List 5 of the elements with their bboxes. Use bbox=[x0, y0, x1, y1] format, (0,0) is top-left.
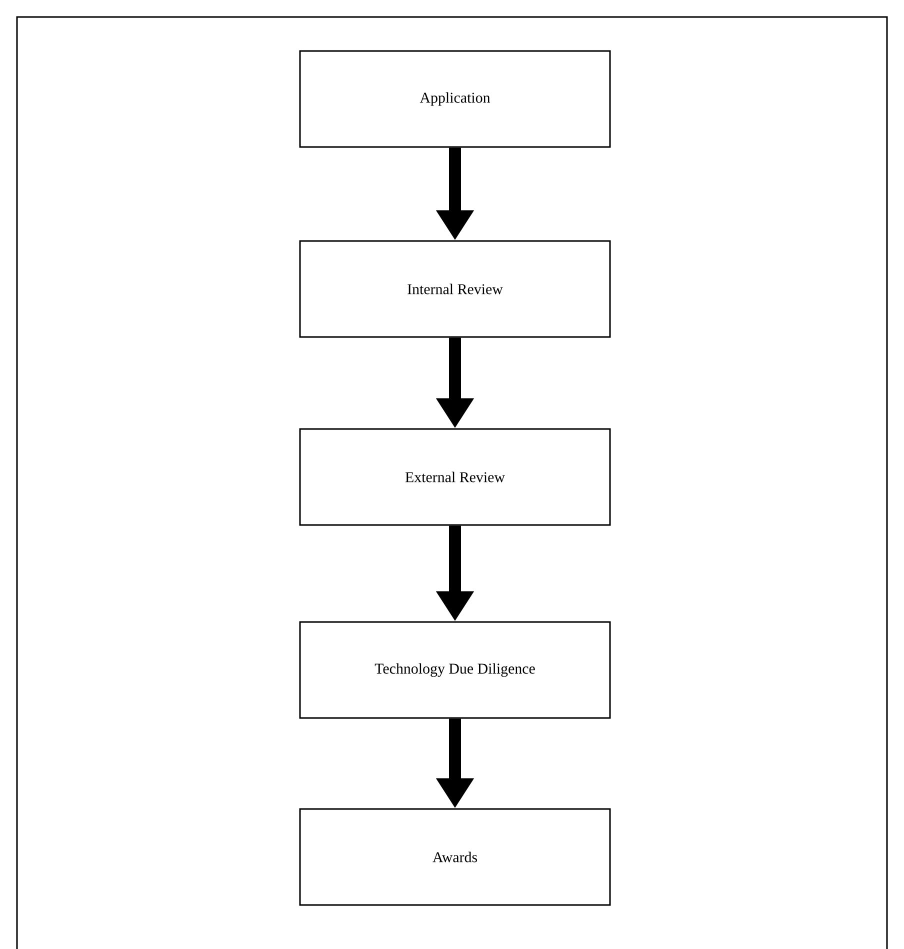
process-box: Internal Review bbox=[299, 240, 611, 338]
process-box: External Review bbox=[299, 428, 611, 526]
process-box: Application bbox=[299, 50, 611, 148]
process-box: Awards bbox=[299, 808, 611, 906]
process-box: Technology Due Diligence bbox=[299, 621, 611, 719]
